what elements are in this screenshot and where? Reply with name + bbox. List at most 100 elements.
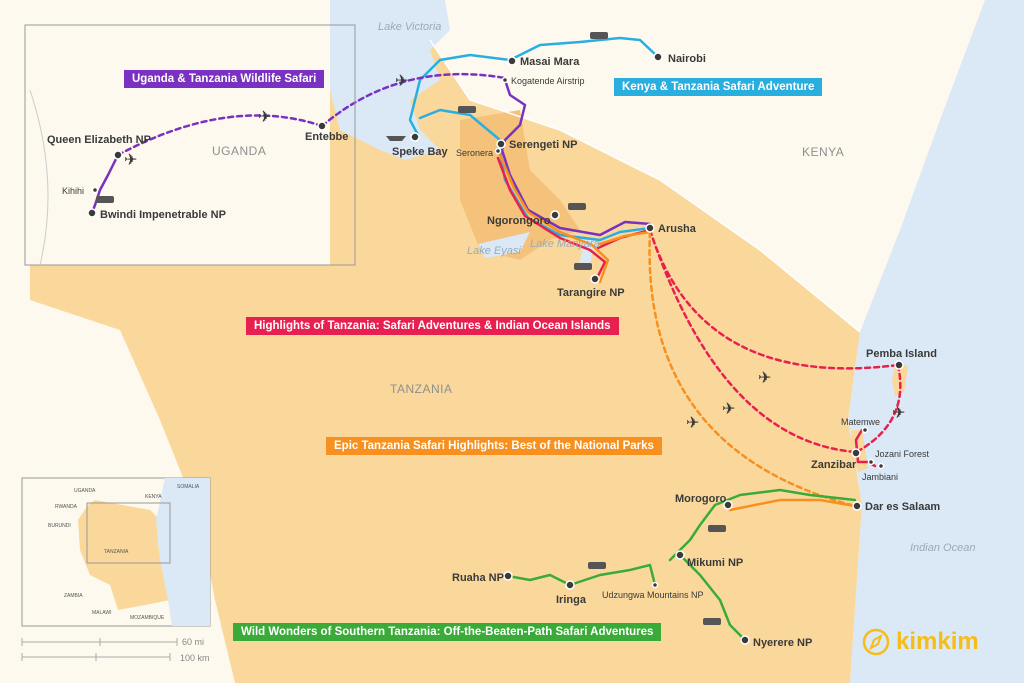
marker-morogoro[interactable] bbox=[723, 500, 733, 510]
inset-label-burundi: BURUNDI bbox=[48, 523, 71, 529]
marker-iringa[interactable] bbox=[565, 580, 575, 590]
scale-miles: 60 mi bbox=[182, 637, 204, 647]
tanzania-area bbox=[30, 40, 862, 683]
label-tarangire: Tarangire NP bbox=[557, 287, 625, 299]
route-badge-southern[interactable]: Wild Wonders of Southern Tanzania: Off-t… bbox=[233, 623, 662, 641]
marker-kogatende[interactable] bbox=[501, 76, 509, 84]
inset-label-tanzania: TANZANIA bbox=[104, 549, 129, 555]
label-lake-victoria: Lake Victoria bbox=[378, 21, 441, 33]
marker-masai-mara[interactable] bbox=[507, 56, 517, 66]
inset-label-mozambique: MOZAMBIQUE bbox=[130, 615, 165, 621]
route-uganda-tanzania[interactable] bbox=[90, 78, 652, 237]
marker-ruaha[interactable] bbox=[503, 571, 513, 581]
plane-icon: ✈ bbox=[258, 109, 271, 126]
compass-icon bbox=[862, 628, 890, 656]
plane-icon: ✈ bbox=[395, 73, 408, 90]
car-icon bbox=[708, 525, 726, 532]
inset-label-rwanda: RWANDA bbox=[55, 504, 78, 510]
label-jambiani: Jambiani bbox=[862, 472, 898, 482]
marker-matemwe[interactable] bbox=[861, 426, 869, 434]
inset-label-uganda: UGANDA bbox=[74, 488, 96, 494]
plane-icon: ✈ bbox=[722, 401, 735, 418]
label-indian-ocean: Indian Ocean bbox=[910, 542, 975, 554]
marker-jozani[interactable] bbox=[867, 458, 875, 466]
label-bwindi: Bwindi Impenetrable NP bbox=[100, 209, 226, 221]
route-badge-kenya[interactable]: Kenya & Tanzania Safari Adventure bbox=[614, 78, 823, 96]
car-icons bbox=[96, 32, 726, 625]
marker-serengeti[interactable] bbox=[496, 139, 506, 149]
label-jozani: Jozani Forest bbox=[875, 449, 930, 459]
route-southern-tanzania[interactable] bbox=[506, 488, 857, 642]
label-zanzibar: Zanzibar bbox=[811, 459, 857, 471]
boat-icon bbox=[386, 136, 406, 141]
scale-bar bbox=[21, 638, 178, 661]
label-uganda: UGANDA bbox=[212, 144, 266, 158]
label-ngorongoro: Ngorongoro bbox=[487, 215, 551, 227]
label-queen-elizabeth: Queen Elizabeth NP bbox=[47, 134, 151, 146]
scale-km: 100 km bbox=[180, 653, 210, 663]
marker-udzungwa[interactable] bbox=[651, 581, 659, 589]
marker-ngorongoro[interactable] bbox=[550, 210, 560, 220]
car-icon bbox=[590, 32, 608, 39]
marker-pemba[interactable] bbox=[894, 360, 904, 370]
route-badge-highlights[interactable]: Highlights of Tanzania: Safari Adventure… bbox=[246, 317, 619, 335]
route-uganda-flight[interactable] bbox=[116, 72, 507, 157]
label-dar-es-salaam: Dar es Salaam bbox=[865, 501, 940, 513]
label-lake-eyasi: Lake Eyasi bbox=[467, 245, 521, 257]
inset-label-zambia: ZAMBIA bbox=[64, 593, 83, 599]
label-masai-mara: Masai Mara bbox=[520, 56, 580, 68]
route-badge-epic[interactable]: Epic Tanzania Safari Highlights: Best of… bbox=[326, 437, 662, 455]
label-lake-manyara: Lake Manyara bbox=[530, 238, 600, 250]
marker-bwindi[interactable] bbox=[87, 208, 97, 218]
indian-ocean bbox=[848, 0, 1024, 683]
car-icon bbox=[703, 618, 721, 625]
overview-inset: UGANDA KENYA SOMALIA RWANDA BURUNDI TANZ… bbox=[21, 477, 211, 627]
route-epic-tanzania[interactable] bbox=[498, 153, 857, 512]
label-serengeti: Serengeti NP bbox=[509, 139, 577, 151]
car-icon bbox=[574, 263, 592, 270]
route-highlights-flight[interactable] bbox=[648, 228, 902, 454]
marker-arusha[interactable] bbox=[645, 223, 655, 233]
plane-icon: ✈ bbox=[686, 415, 699, 432]
label-iringa: Iringa bbox=[556, 594, 587, 606]
label-seronera: Seronera bbox=[456, 148, 493, 158]
label-ruaha: Ruaha NP bbox=[452, 572, 504, 584]
marker-tarangire[interactable] bbox=[590, 274, 600, 284]
car-icon bbox=[588, 562, 606, 569]
label-mikumi: Mikumi NP bbox=[687, 557, 743, 569]
car-icon bbox=[568, 203, 586, 210]
marker-jambiani[interactable] bbox=[877, 462, 885, 470]
plane-icon: ✈ bbox=[124, 152, 137, 169]
marker-seronera[interactable] bbox=[494, 147, 502, 155]
marker-nairobi[interactable] bbox=[653, 52, 663, 62]
marker-nyerere[interactable] bbox=[740, 635, 750, 645]
marker-kihihi[interactable] bbox=[91, 186, 99, 194]
marker-dar-es-salaam[interactable] bbox=[852, 501, 862, 511]
label-entebbe: Entebbe bbox=[305, 131, 348, 143]
route-badge-uganda[interactable]: Uganda & Tanzania Wildlife Safari bbox=[124, 70, 325, 88]
marker-entebbe[interactable] bbox=[317, 121, 327, 131]
plane-icons: ✈ ✈ ✈ ✈ ✈ ✈ ✈ bbox=[124, 73, 905, 432]
marker-speke-bay[interactable] bbox=[410, 132, 420, 142]
marker-mikumi[interactable] bbox=[675, 550, 685, 560]
label-matemwe: Matemwe bbox=[841, 417, 880, 427]
label-udzungwa: Udzungwa Mountains NP bbox=[602, 590, 704, 600]
inset-label-somalia: SOMALIA bbox=[177, 484, 200, 490]
label-kenya: KENYA bbox=[802, 145, 844, 159]
lake-victoria bbox=[330, 0, 450, 160]
label-kihihi: Kihihi bbox=[62, 186, 84, 196]
marker-zanzibar[interactable] bbox=[851, 448, 861, 458]
marker-queen-elizabeth[interactable] bbox=[113, 150, 123, 160]
inset-label-kenya: KENYA bbox=[145, 494, 162, 500]
label-morogoro: Morogoro bbox=[675, 493, 727, 505]
inset-label-malawi: MALAWI bbox=[92, 610, 112, 616]
route-epic-flight[interactable] bbox=[648, 230, 857, 508]
label-nyerere: Nyerere NP bbox=[753, 637, 812, 649]
car-icon bbox=[458, 106, 476, 113]
uganda-inset-frame bbox=[24, 24, 356, 266]
kimkim-logo: kimkim bbox=[862, 628, 979, 656]
logo-text: kimkim bbox=[896, 628, 979, 655]
label-pemba: Pemba Island bbox=[866, 348, 937, 360]
label-nairobi: Nairobi bbox=[668, 53, 706, 65]
